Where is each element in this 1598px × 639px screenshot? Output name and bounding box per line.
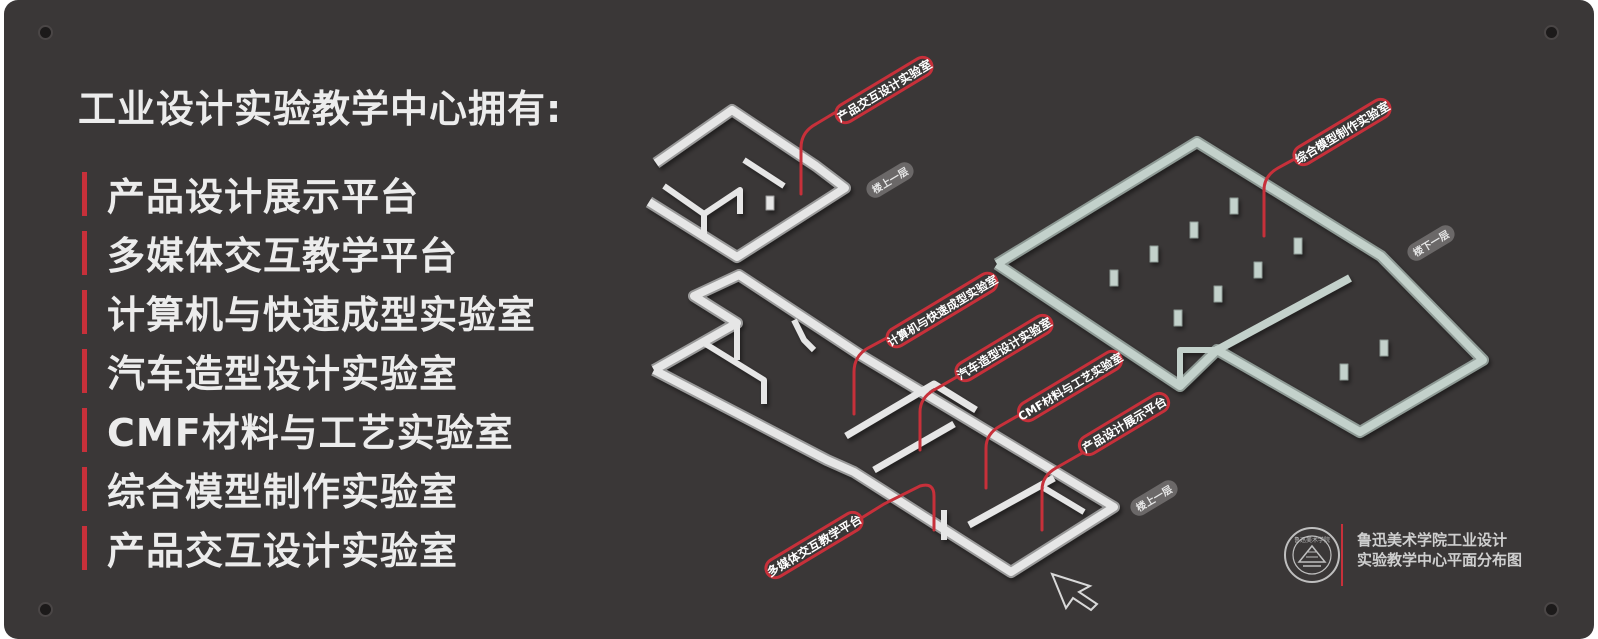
list-item: 汽车造型设计实验室 (82, 341, 536, 400)
accent-bar (82, 466, 87, 511)
screw-top-right (1546, 27, 1557, 38)
list-item: 综合模型制作实验室 (82, 459, 536, 518)
screw-bottom-right (1546, 604, 1557, 615)
list-item: 计算机与快速成型实验室 (82, 282, 536, 341)
list-item: 产品设计展示平台 (82, 164, 536, 223)
accent-bar (82, 525, 87, 570)
map-label-text: 综合模型制作实验室 (1292, 98, 1392, 166)
stair-label-up-a: 楼上一层 (866, 162, 914, 198)
map-label-big-room: 综合模型制作实验室 (1292, 97, 1392, 167)
caption-divider (1341, 524, 1343, 586)
accent-bar (82, 407, 87, 452)
top-floor-plan (645, 104, 851, 263)
floor-plan: 产品交互设计实验室 综合模型制作实验室 计算机与快速成型实验室 汽车造型设计实验… (645, 55, 1489, 612)
screw-top-left (40, 27, 51, 38)
screw-bottom-left (40, 604, 51, 615)
page-title: 工业设计实验教学中心拥有: (78, 87, 563, 131)
map-label-car-lab: 汽车造型设计实验室 (954, 313, 1054, 383)
big-room-plan (993, 136, 1489, 438)
map-label-top-room: 产品交互设计实验室 (834, 55, 934, 125)
accent-bar (82, 289, 87, 334)
svg-text:鲁迅美术学院: 鲁迅美术学院 (1294, 536, 1330, 544)
lower-floor-plan (651, 269, 1120, 578)
list-item: CMF材料与工艺实验室 (82, 400, 536, 459)
map-label-display-platform: 产品设计展示平台 (1077, 391, 1171, 457)
map-label-text: 多媒体交互教学平台 (764, 511, 864, 579)
map-label-text: 汽车造型设计实验室 (954, 314, 1054, 382)
plan-caption: 鲁迅美术学院工业设计 实验教学中心平面分布图 (1357, 531, 1523, 569)
stair-label-down: 楼下一层 (1407, 225, 1455, 261)
facility-list: 产品设计展示平台 多媒体交互教学平台 计算机与快速成型实验室 汽车造型设计实验室… (82, 164, 536, 577)
list-item: 多媒体交互教学平台 (82, 223, 536, 282)
map-label-text: 产品交互设计实验室 (834, 56, 934, 124)
info-board: 工业设计实验教学中心拥有: 产品设计展示平台 多媒体交互教学平台 计算机与快速成… (4, 0, 1594, 639)
list-item: 产品交互设计实验室 (82, 518, 536, 577)
map-label-text: 计算机与快速成型实验室 (885, 272, 1001, 349)
map-label-multimedia-platform: 多媒体交互教学平台 (764, 510, 864, 580)
entrance-arrow-icon (1050, 572, 1099, 612)
leader-lines (799, 110, 1302, 552)
accent-bar (82, 171, 87, 216)
map-label-text: CMF材料与工艺实验室 (1016, 350, 1126, 424)
map-label-computer-lab: 计算机与快速成型实验室 (885, 271, 1001, 349)
school-logo-icon: 鲁迅美术学院 (1284, 527, 1340, 583)
map-label-text: 产品设计展示平台 (1079, 393, 1169, 455)
accent-bar (82, 230, 87, 275)
stair-label-up-b: 楼上一层 (1130, 480, 1178, 516)
map-label-cmf-lab: CMF材料与工艺实验室 (1016, 349, 1126, 424)
accent-bar (82, 348, 87, 393)
